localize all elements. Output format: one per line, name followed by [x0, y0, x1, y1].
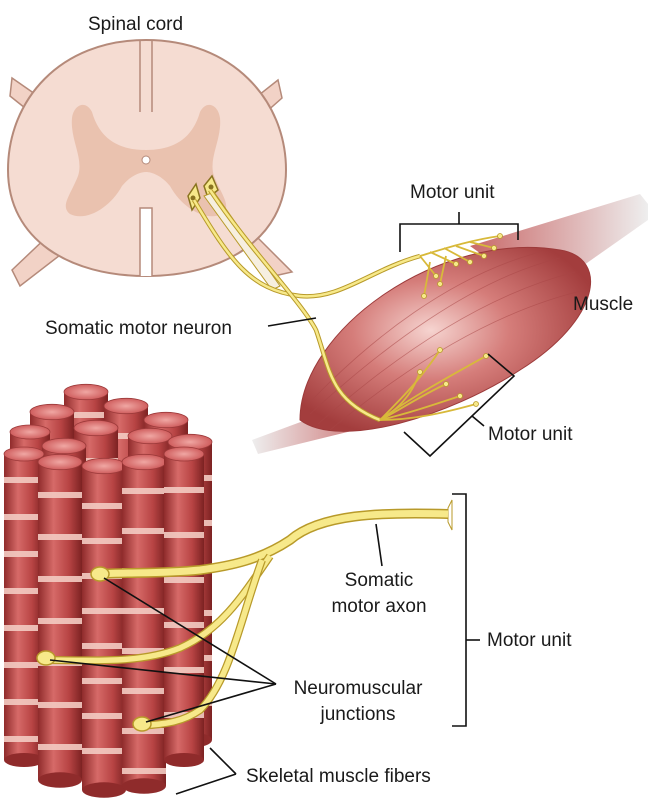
muscle	[252, 194, 648, 454]
neuromuscular-junctions-label-line2: junctions	[320, 704, 396, 725]
neuron-nucleus-1	[190, 195, 196, 201]
axon-lower	[208, 189, 381, 422]
central-canal	[141, 155, 151, 165]
top-annotations	[267, 212, 519, 458]
upper-nerve-endings	[421, 233, 503, 299]
somatic-motor-neuron-leader	[267, 317, 317, 327]
muscle-fiber	[37, 453, 83, 788]
posterior-median-sulcus	[139, 40, 153, 112]
junction-leader-1	[103, 577, 277, 685]
muscle-label: Muscle	[573, 294, 634, 315]
motor-unit-top-label: Motor unit	[410, 182, 495, 203]
axon-branch-middle	[45, 554, 273, 664]
neuromuscular-junctions-label-line1: Neuromuscular	[293, 678, 423, 699]
axon-branch-lower	[139, 559, 265, 729]
motor-unit-lower-label: Motor unit	[488, 424, 573, 445]
lower-nerve-endings	[417, 347, 489, 407]
somatic-motor-neuron-label: Somatic motor neuron	[45, 318, 232, 339]
muscle-fiber	[81, 457, 127, 798]
lower-motor-unit-branches	[379, 349, 487, 421]
motor-unit-lower-tick	[471, 415, 485, 427]
muscle-fiber	[3, 446, 45, 767]
neuromuscular-junction-2	[36, 650, 56, 666]
bottom-annotations	[49, 493, 480, 795]
neuromuscular-junction-3	[132, 716, 152, 732]
somatic-motor-axon-leader	[375, 523, 383, 567]
neuron-nucleus-2	[208, 184, 214, 190]
somatic-motor-axon-label-line2: motor axon	[331, 596, 427, 617]
axon-upper	[192, 199, 421, 298]
fibers-leader-2	[209, 747, 237, 775]
muscle-belly	[299, 246, 592, 432]
skeletal-muscle-fibers-label: Skeletal muscle fibers	[246, 766, 431, 787]
somatic-motor-axon	[36, 499, 453, 732]
axon-cut-end	[447, 499, 453, 531]
anterior-median-fissure	[139, 207, 153, 276]
motor-unit-right-label: Motor unit	[487, 630, 572, 651]
somatic-motor-neuron-axons	[192, 188, 503, 423]
muscle-fiber	[121, 453, 167, 794]
spinal-cord-label: Spinal cord	[88, 14, 184, 35]
muscle-fiber-bundle	[3, 383, 213, 798]
axon-trunk	[99, 509, 449, 578]
motor-unit-right-bracket	[452, 493, 467, 727]
fibers-front-row	[3, 446, 205, 798]
junction-leader-3	[145, 683, 277, 723]
somatic-motor-axon-label-line1: Somatic	[344, 570, 414, 591]
spinal-cord	[6, 38, 294, 288]
junction-leader-2	[49, 659, 277, 685]
fibers-leader-1	[175, 773, 237, 795]
upper-motor-unit-branches	[419, 235, 501, 297]
